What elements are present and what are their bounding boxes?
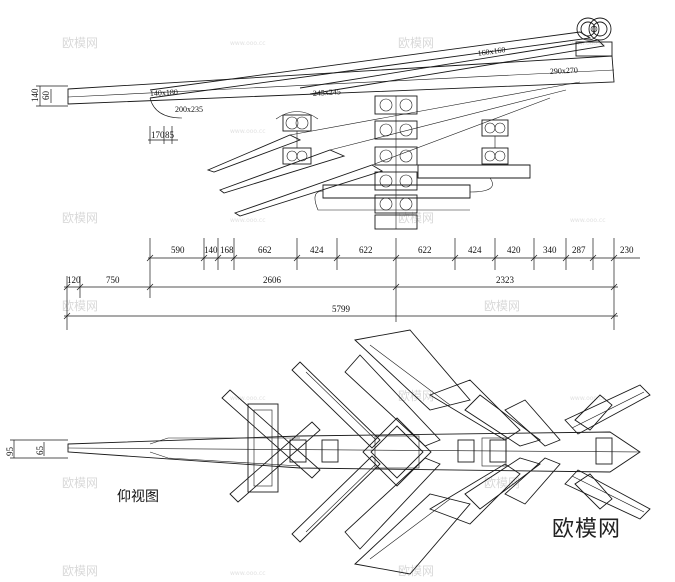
watermark: 欧模网: [398, 389, 434, 403]
member-label: 290x270: [550, 66, 578, 76]
watermark-layer: 欧模网 欧模网 欧模网 欧模网 欧模网 欧模网 欧模网 欧模网 欧模网 欧模网 …: [62, 36, 606, 578]
dimension-chains: 590 140 168 662 424 622 622 424 420 340 …: [63, 238, 640, 330]
dim-label: 65: [35, 446, 45, 456]
member-label: 160x160: [477, 45, 506, 58]
dim-label: 140: [204, 245, 218, 255]
dim-label: 2606: [263, 275, 282, 285]
diagonal-strut-2: [219, 149, 346, 194]
end-bracket: [575, 17, 613, 57]
dim-label: 168: [220, 245, 234, 255]
brand-logo: 欧模网: [552, 517, 622, 542]
dim-label: 420: [507, 245, 521, 255]
main-beam-inner: [67, 69, 615, 98]
bracket-set-right: [481, 119, 509, 165]
member-label: 200x235: [175, 105, 203, 114]
watermark: 欧模网: [484, 299, 520, 313]
plan-view: 95 65: [5, 329, 651, 575]
dim-label: 590: [171, 245, 185, 255]
member-label: 245x245: [313, 87, 342, 98]
diagonal-strut-3: [233, 164, 384, 217]
member-label: 140x180: [150, 88, 178, 98]
upper-rafter-2: [299, 39, 605, 95]
lower-arm: [322, 184, 471, 199]
watermark: 欧模网: [484, 476, 520, 490]
watermark: 欧模网: [398, 211, 434, 225]
watermark-url: www.ooo.cc: [230, 395, 266, 402]
watermark: 欧模网: [62, 36, 98, 50]
dim-label: 5799: [332, 304, 351, 314]
view-label: 仰视图: [117, 489, 159, 505]
dim-row-1-ticks-slashes: [146, 254, 618, 262]
watermark: 欧模网: [62, 476, 98, 490]
plan-main-beam: [67, 431, 641, 473]
dim-label: 622: [359, 245, 373, 255]
watermark-url: www.ooo.cc: [570, 217, 606, 224]
dim-label: 120: [67, 275, 81, 285]
watermark: 欧模网: [62, 564, 98, 578]
diagonal-strut-1: [206, 134, 302, 173]
watermark-url: www.ooo.cc: [230, 570, 266, 577]
dim-label: 750: [106, 275, 120, 285]
dim-label: 230: [620, 245, 634, 255]
cross-arm-right: [428, 379, 561, 525]
dim-label: 287: [572, 245, 586, 255]
cross-arm-left: [221, 361, 381, 543]
watermark: 欧模网: [62, 299, 98, 313]
bracket-set-left: [275, 111, 319, 165]
cross-arm-end: [564, 384, 651, 520]
dim-label: 662: [258, 245, 272, 255]
upper-rafter: [149, 31, 592, 99]
watermark-url: www.ooo.cc: [570, 40, 606, 47]
watermark: 欧模网: [398, 564, 434, 578]
dim-label: 95: [5, 447, 15, 457]
watermark-url: www.ooo.cc: [230, 217, 266, 224]
dim-label: 424: [310, 245, 324, 255]
central-diamond: [362, 417, 432, 487]
watermark: 欧模网: [62, 211, 98, 225]
beam-curve: [149, 97, 183, 119]
dim-label: 170: [151, 130, 165, 140]
dim-label: 340: [543, 245, 557, 255]
lower-arm-2: [417, 164, 531, 179]
central-bracket-stack: [374, 95, 418, 230]
cross-arm-center: [344, 329, 471, 575]
dim-label: 2323: [496, 275, 515, 285]
dim-label: 424: [468, 245, 482, 255]
watermark: 欧模网: [398, 36, 434, 50]
joint-blocks: [289, 437, 613, 465]
dim-label: 60: [41, 91, 51, 101]
dim-label: 85: [165, 130, 175, 140]
dim-row-1-ticks: [149, 238, 615, 330]
watermark-url: www.ooo.cc: [230, 40, 266, 47]
dim-label: 622: [418, 245, 432, 255]
watermark-url: www.ooo.cc: [570, 395, 606, 402]
elevation-view: 140x180 200x235 245x245 160x160 290x270 …: [30, 17, 615, 230]
dim-label: 140: [30, 88, 40, 102]
watermark-url: www.ooo.cc: [230, 128, 266, 135]
